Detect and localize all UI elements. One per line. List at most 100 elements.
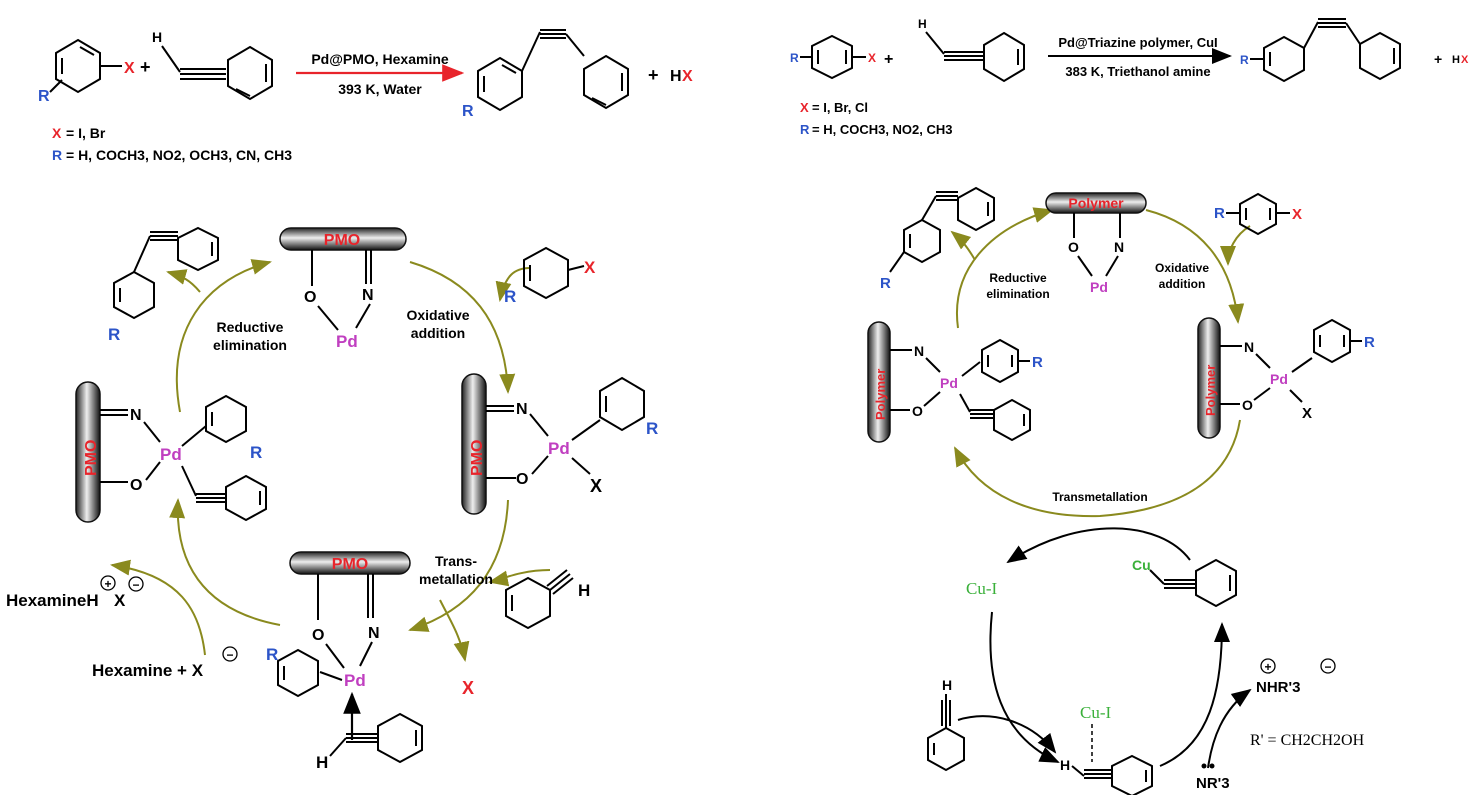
pd-alkyne-complex: PMO O N Pd R H (266, 551, 423, 772)
conditions-label: 383 K, Triethanol amine (1065, 64, 1210, 79)
r-label: R (646, 419, 658, 438)
cycle-arrow-transmetallation (954, 419, 1241, 518)
right-reaction-scheme: R X + H Pd@Triazine polymer, CuI 383 K, … (790, 17, 1469, 137)
hx-h: H (1452, 54, 1460, 66)
pmo-label: PMO (469, 440, 486, 476)
cycle-arrow (409, 261, 516, 394)
x-byproduct: X (462, 678, 474, 698)
cycle-product-structure: R (880, 186, 995, 292)
pd-aryl-halide-complex: PMO N O Pd R X (461, 373, 658, 515)
h-label: H (578, 581, 590, 600)
nhr3-label: NHR'3 (1256, 679, 1300, 696)
amine-base: NR'3 (1196, 763, 1230, 792)
hx-h: H (670, 68, 682, 85)
r-label: R (266, 645, 278, 664)
r-label: R (250, 443, 262, 462)
pd-aryl-alkynyl-complex: Polymer N O Pd R (867, 321, 1043, 443)
nr3-label: NR'3 (1196, 775, 1230, 792)
charge-minus: − (1324, 660, 1331, 674)
phenylacetylene-reagent: H (505, 569, 590, 630)
step-label-addition: addition (1159, 277, 1206, 291)
x-anion-label: X (114, 591, 126, 610)
o-label: O (130, 477, 142, 494)
step-label-reductive: Reductive (217, 319, 284, 335)
r-label: R (1364, 334, 1375, 351)
conditions-label: 393 K, Water (338, 81, 422, 97)
pd-aryl-alkynyl-complex: PMO N O Pd R (75, 381, 267, 523)
step-label-addition: addition (411, 325, 465, 341)
ammonium-salt: + NHR'3 − (1256, 658, 1336, 696)
product-structure (1250, 18, 1401, 83)
alkyne-entry-arrow (488, 569, 551, 587)
plus-sign: + (1434, 51, 1442, 67)
x-label: X (1302, 405, 1312, 422)
step-label-metallation: metallation (419, 571, 493, 587)
polymer-label: Polymer (1068, 195, 1124, 211)
step-label-transmetallation: Transmetallation (1052, 490, 1147, 504)
left-catalytic-cycle: PMO O N Pd R Reductive elimination (6, 226, 658, 772)
n-label: N (516, 401, 528, 418)
hx-x: X (682, 68, 693, 85)
product-release-arrow (166, 269, 201, 293)
x-definition: = I, Br (66, 125, 106, 141)
phenylacetylene-structure: H (918, 17, 1025, 83)
aryl-halide-structure (49, 38, 122, 94)
pmo-label: PMO (324, 232, 360, 249)
step-label-elimination: elimination (213, 337, 287, 353)
r-prime-definition: R' = CH2CH2OH (1250, 732, 1365, 749)
substrate-entry-arrow (1220, 225, 1251, 266)
hexamineh-label: HexamineH (6, 591, 99, 610)
r-label: R (880, 275, 891, 292)
x-leave-arrow (439, 599, 470, 662)
o-label: O (912, 403, 923, 419)
charge-plus: + (1264, 660, 1271, 674)
n-label: N (1244, 339, 1254, 355)
pmo-label: PMO (332, 556, 368, 573)
x-definition-symbol: X (800, 100, 809, 115)
polymer-pd-catalyst-top: Polymer O N Pd (1045, 192, 1147, 295)
cycle-arrow (1145, 209, 1245, 324)
pd-aryl-halide-complex: Polymer N O Pd R X (1197, 317, 1375, 439)
pd-label: Pd (336, 332, 358, 351)
cu-cycle-arrow (1159, 622, 1230, 767)
plus-sign: + (140, 57, 151, 77)
polymer-label: Polymer (1203, 365, 1218, 416)
plus-sign: + (648, 65, 659, 85)
charge-plus: + (104, 577, 111, 591)
r-label: R (38, 88, 50, 105)
n-label: N (368, 625, 380, 642)
catalyst-label: Pd@Triazine polymer, CuI (1058, 35, 1217, 50)
phenylacetylene-reagent: H (927, 677, 965, 772)
catalyst-label: Pd@PMO, Hexamine (311, 51, 449, 67)
r-definition: = H, COCH3, NO2, CH3 (812, 122, 953, 137)
r-label: R (108, 325, 120, 344)
cycle-arrow (169, 498, 281, 626)
aryl-halide-substrate: R X (1214, 192, 1302, 236)
polymer-label: Polymer (873, 369, 888, 420)
n-label: N (130, 407, 142, 424)
product-r-label: R (462, 103, 474, 120)
charge-minus: − (132, 578, 139, 592)
h-label: H (152, 29, 162, 45)
r-definition-symbol: R (800, 122, 810, 137)
pd-label: Pd (160, 445, 182, 464)
alkyne-entry-arrow (957, 715, 1057, 754)
r-label: R (1214, 205, 1225, 222)
n-label: N (914, 343, 924, 359)
n-label: N (1114, 239, 1124, 255)
o-label: O (1242, 397, 1253, 413)
x-definition-symbol: X (52, 125, 62, 141)
step-label-elimination: elimination (986, 287, 1049, 301)
hexamine-x-label: Hexamine + X (92, 661, 204, 680)
base-arrow (1207, 688, 1252, 769)
cu-cycle-arrow (989, 611, 1060, 763)
pd-label: Pd (1090, 279, 1108, 295)
x-label: X (1292, 206, 1302, 223)
step-label-oxidative: Oxidative (406, 307, 469, 323)
o-label: O (1068, 239, 1079, 255)
cu-i-label: Cu-I (1080, 703, 1112, 722)
h-label: H (942, 677, 952, 693)
left-reaction-scheme: X R + H Pd@PMO, Hexamine 393 K, Water (38, 29, 693, 163)
o-label: O (312, 627, 324, 644)
